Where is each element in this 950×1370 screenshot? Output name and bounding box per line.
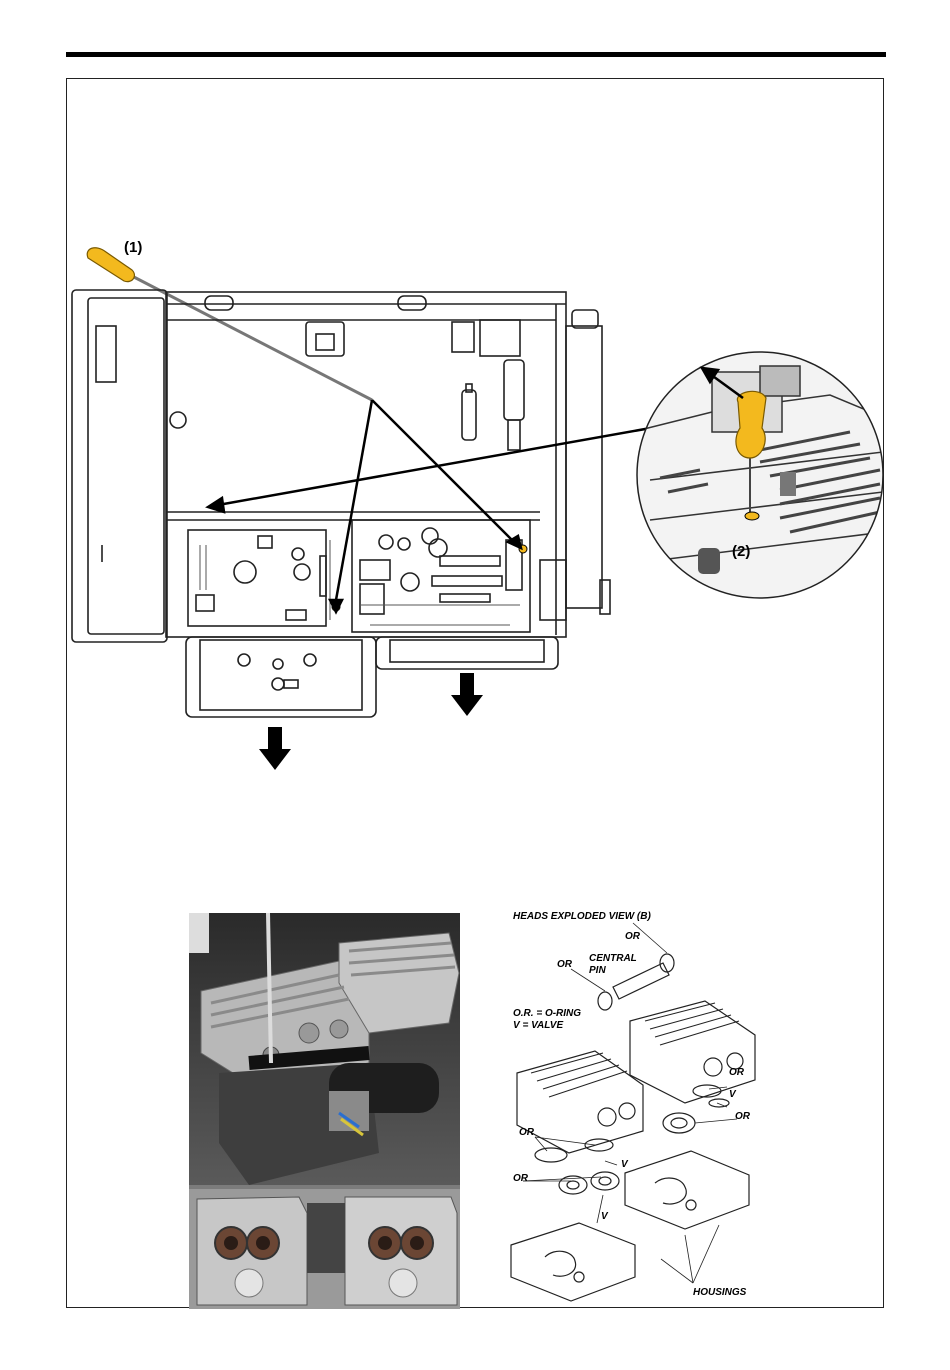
detail-inset	[636, 350, 900, 600]
label-central: CENTRAL	[589, 953, 637, 964]
screwdriver-1-icon	[87, 248, 372, 400]
label-pin: PIN	[589, 965, 606, 976]
label-or-left: OR	[557, 959, 573, 970]
label-or-mid: OR	[519, 1127, 535, 1138]
exploded-title: HEADS EXPLODED VIEW (B)	[513, 911, 651, 922]
label-housings: HOUSINGS	[693, 1287, 747, 1298]
label-v-right: V	[729, 1089, 737, 1100]
down-arrow-left-icon	[259, 727, 291, 770]
label-or-right2: OR	[735, 1111, 751, 1122]
label-v-low: V	[601, 1211, 609, 1222]
legend-valve: V = VALVE	[513, 1020, 563, 1031]
callout-1: (1)	[124, 239, 142, 256]
callout-2: (2)	[732, 543, 750, 560]
label-or-top: OR	[625, 931, 641, 942]
unit-disassembly-figure: (1)	[0, 0, 950, 800]
label-or-right: OR	[729, 1067, 745, 1078]
legend-oring: O.R. = O-RING	[513, 1008, 581, 1019]
label-v-mid: V	[621, 1159, 629, 1170]
compressor-photo	[189, 913, 460, 1309]
heads-exploded-view: HEADS EXPLODED VIEW (B) OR OR CENTRAL PI…	[495, 905, 795, 1310]
cabinet	[72, 290, 610, 717]
down-arrow-right-icon	[451, 673, 483, 716]
label-or-low: OR	[513, 1173, 529, 1184]
